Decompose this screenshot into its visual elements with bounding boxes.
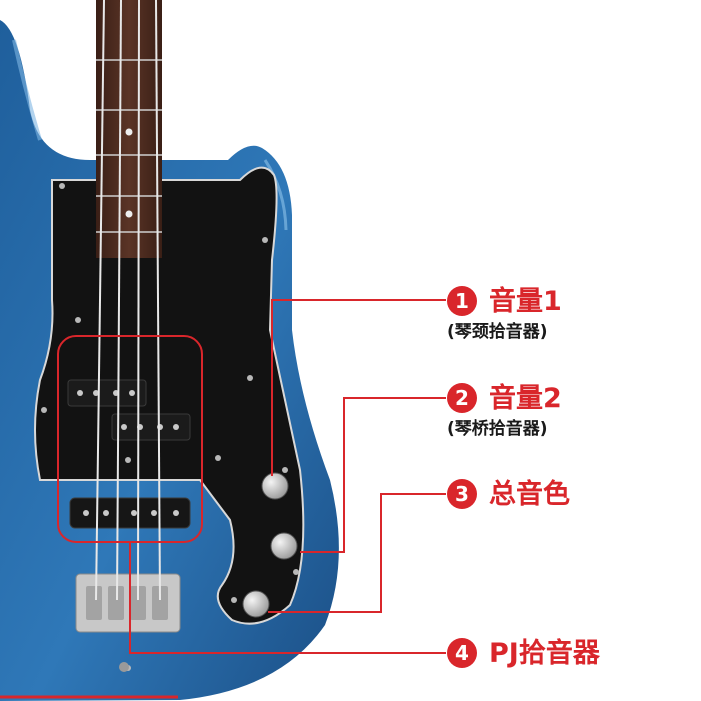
callout-pj-pickup: 4 PJ拾音器 <box>447 638 600 670</box>
callout-number-badge: 2 <box>447 383 477 413</box>
callout-volume-2: 2 音量2 (琴桥拾音器) <box>447 383 562 441</box>
strings <box>95 0 161 601</box>
callout-subtitle: (琴颈拾音器) <box>447 322 548 342</box>
callout-title: 音量2 <box>489 383 562 414</box>
leader-lines <box>129 299 446 654</box>
callout-number-badge: 3 <box>447 479 477 509</box>
callout-master-tone: 3 总音色 <box>447 479 570 511</box>
callout-title: 音量1 <box>489 286 562 317</box>
callout-title: 总音色 <box>489 479 570 510</box>
bridge <box>75 573 181 633</box>
leader-line-4 <box>129 542 446 654</box>
fret-markers <box>125 128 133 218</box>
j-pickup <box>69 497 191 529</box>
leader-line-2 <box>300 397 446 553</box>
callout-volume-1: 1 音量1 (琴颈拾音器) <box>447 286 562 344</box>
pickguard <box>34 166 305 625</box>
callout-number-badge: 4 <box>447 638 477 668</box>
frets <box>96 59 162 233</box>
knob-volume-1 <box>261 472 289 500</box>
leader-line-1 <box>271 299 446 476</box>
callout-subtitle: (琴桥拾音器) <box>447 419 548 439</box>
callout-title: PJ拾音器 <box>489 638 600 669</box>
p-pickup <box>67 379 191 441</box>
callout-number-badge: 1 <box>447 286 477 316</box>
strap-button <box>119 662 129 672</box>
knob-volume-2 <box>270 532 298 560</box>
knob-master-tone <box>242 590 270 618</box>
leader-line-3 <box>268 493 446 613</box>
